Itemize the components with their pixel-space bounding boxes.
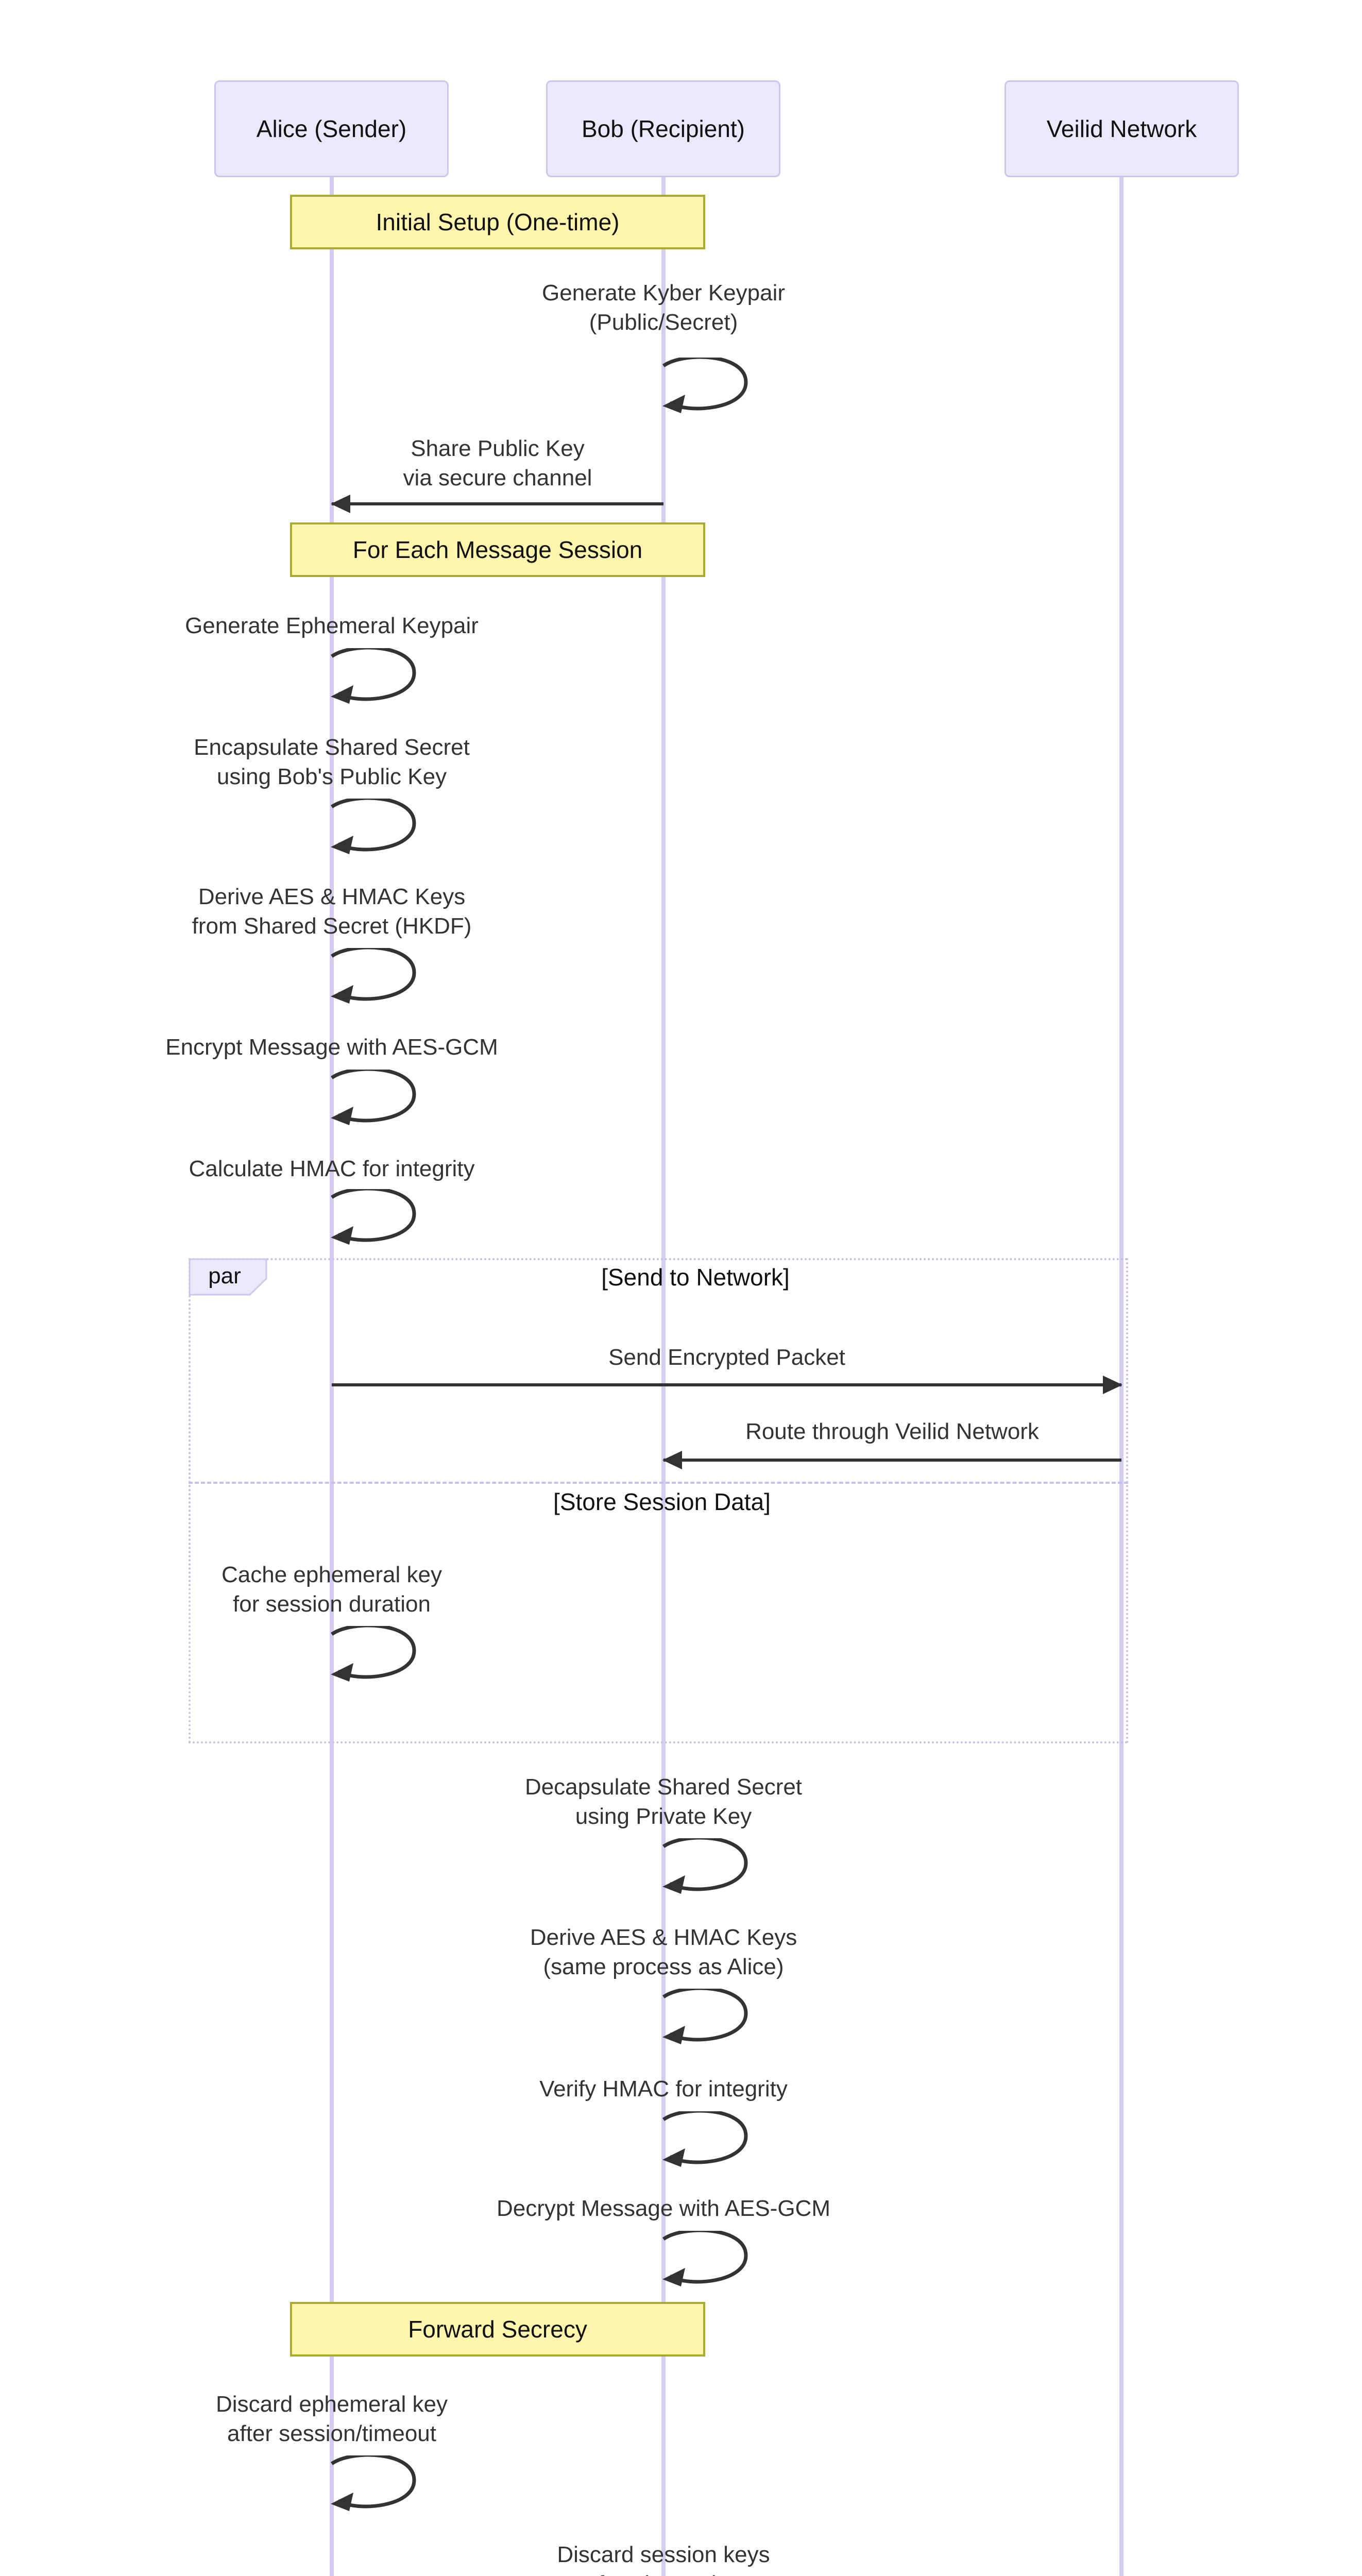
self-loop-icon [662,358,748,413]
message-decapsulate-shared-secret: Decapsulate Shared Secret using Private … [524,1774,803,1829]
self-loop-icon [662,1838,748,1894]
self-loop-icon [330,799,416,854]
note-for-each-message-session: For Each Message Session [290,522,705,577]
self-loop-icon [330,1626,416,1682]
message-derive-keys-same-process: Derive AES & HMAC Keys (same process as … [530,1925,797,1979]
actor-alice-label: Alice (Sender) [256,115,407,142]
message-generate-kyber-keypair: Generate Kyber Keypair (Public/Secret) [541,280,786,335]
note-initial-setup: Initial Setup (One-time) [290,195,705,249]
par-block [189,1258,1128,1743]
arrow-bob-to-alice [331,495,663,513]
message-verify-hmac: Verify HMAC for integrity [539,2076,788,2102]
par-label-shape [189,1258,267,1296]
actor-alice-top: Alice (Sender) [214,80,449,177]
arrow-veilid-to-bob [662,1451,1121,1469]
par-label-text: par [208,1263,241,1289]
message-send-encrypted-packet: Send Encrypted Packet [608,1345,845,1370]
message-calculate-hmac: Calculate HMAC for integrity [189,1156,475,1181]
arrowhead-left-icon [662,1451,682,1469]
note-for-each-message-session-text: For Each Message Session [352,536,643,563]
actor-bob-label: Bob (Recipient) [581,115,745,142]
message-discard-ephemeral-key: Discard ephemeral key after session/time… [216,2392,448,2446]
par-section-title-send-to-network: [Send to Network] [601,1264,790,1291]
note-initial-setup-text: Initial Setup (One-time) [376,209,620,235]
par-divider [189,1482,1128,1484]
lifeline-bob [661,177,666,2576]
arrow-alice-to-veilid [332,1376,1122,1394]
message-discard-session-keys: Discard session keys after decryption [557,2542,770,2576]
message-cache-ephemeral-key: Cache ephemeral key for session duration [221,1562,442,1617]
arrowhead-left-icon [331,495,350,513]
arrowhead-right-icon [1103,1376,1122,1394]
actor-veilid-top: Veilid Network [1005,80,1239,177]
self-loop-icon [330,648,416,704]
message-share-public-key: Share Public Key via secure channel [403,436,592,490]
self-loop-icon [330,1070,416,1125]
note-forward-secrecy-text: Forward Secrecy [408,2316,587,2343]
self-loop-icon [662,1989,748,2044]
actor-bob-top: Bob (Recipient) [546,80,780,177]
self-loop-icon [330,1189,416,1245]
message-encrypt-aes-gcm: Encrypt Message with AES-GCM [165,1035,498,1060]
note-forward-secrecy: Forward Secrecy [290,2302,705,2357]
actor-veilid-label: Veilid Network [1046,115,1197,142]
lifeline-alice [330,177,334,2576]
message-route-through-veilid: Route through Veilid Network [745,1419,1039,1444]
par-section-title-store-session-data: [Store Session Data] [553,1488,771,1515]
par-label: par [189,1258,268,1296]
self-loop-icon [330,948,416,1004]
message-decrypt-aes-gcm: Decrypt Message with AES-GCM [497,2196,830,2221]
message-encapsulate-shared-secret: Encapsulate Shared Secret using Bob's Pu… [194,735,470,789]
self-loop-icon [662,2231,748,2286]
self-loop-icon [330,2455,416,2511]
message-generate-ephemeral-keypair: Generate Ephemeral Keypair [185,613,479,638]
message-derive-keys-hkdf: Derive AES & HMAC Keys from Shared Secre… [192,884,472,939]
self-loop-icon [662,2111,748,2167]
